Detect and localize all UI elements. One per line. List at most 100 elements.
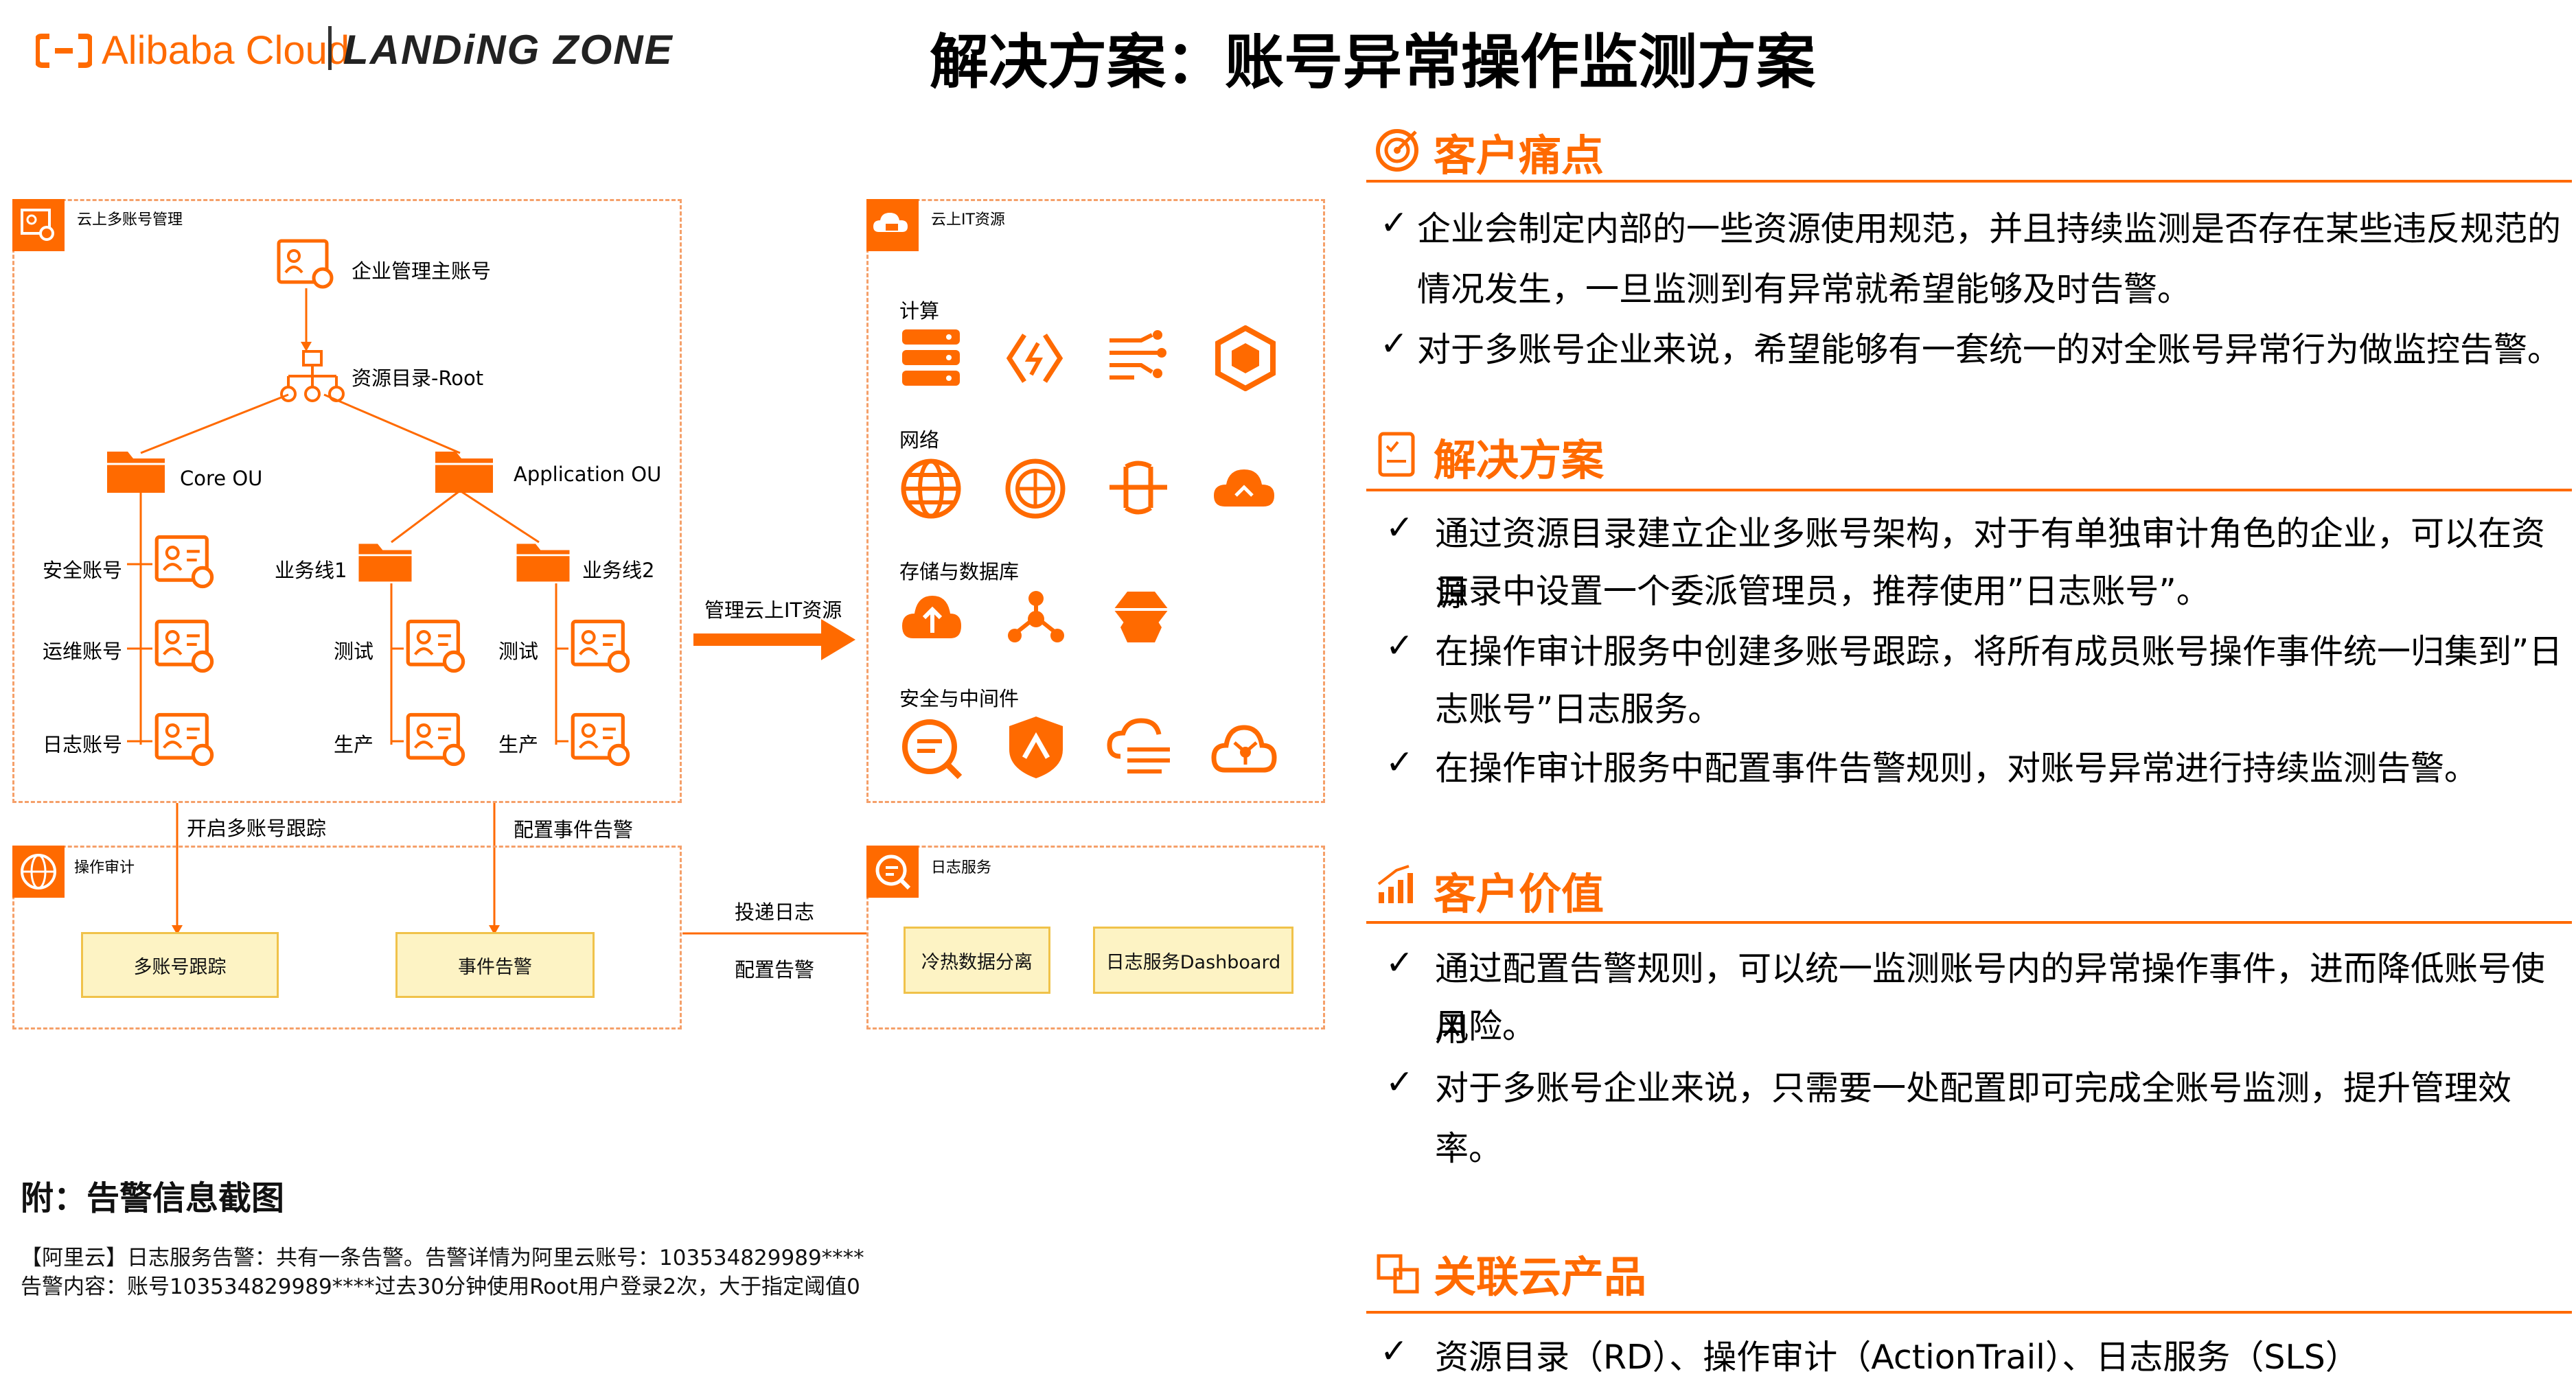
solution-bullet-2-cont: 志账号”日志服务。: [1435, 690, 1722, 729]
config-alert-label: 配置事件告警: [514, 818, 634, 841]
rd-root-label: 资源目录-Root: [352, 367, 484, 390]
container-service-icon: [1215, 325, 1276, 391]
hot-cold-box: 冷热数据分离: [904, 927, 1050, 994]
sls-title: 日志服务: [931, 859, 992, 876]
multi-account-management-box: [12, 199, 682, 803]
hexagon-database-icon: [1114, 592, 1169, 642]
event-alert-box: 事件告警: [395, 932, 595, 998]
core-ou-label: Core OU: [180, 467, 263, 490]
landing-zone-logo: LANDiNG ZONE: [343, 27, 674, 73]
check-icon: ✓: [1380, 1331, 1409, 1371]
enterprise-account-label: 企业管理主账号: [352, 259, 492, 283]
target-icon: [1376, 129, 1418, 172]
value-bullet-2: 对于多账号企业来说，只需要一处配置即可完成全账号监测，提升管理效率。: [1435, 1069, 2512, 1168]
application-ou-label: Application OU: [514, 463, 662, 486]
manage-arrow-icon: [693, 619, 855, 660]
globe-network-icon: [901, 458, 961, 519]
solution-bullet-1: 通过资源目录建立企业多账号架构，对于有单独审计角色的企业，可以在资源: [1435, 514, 2546, 614]
network-label: 网络: [899, 428, 940, 452]
deliver-log-label: 投递日志: [735, 900, 815, 924]
config-alarm-label: 配置告警: [735, 958, 815, 981]
test1-label: 测试: [334, 640, 374, 663]
cloud-resources-badge: [866, 199, 919, 251]
solution-bullet-3: 在操作审计服务中配置事件告警规则，对账号异常进行持续监测告警。: [1435, 749, 2479, 788]
security-search-icon: [902, 719, 963, 780]
footer-alert-line2: 告警内容：账号103534829989****过去30分钟使用Root用户登录2…: [21, 1275, 860, 1299]
value-section-title: 客户价值: [1434, 869, 1605, 919]
application-ou-folder-icon: [433, 446, 496, 498]
growth-chart-icon: [1377, 865, 1413, 903]
footer-alert-line1: 【阿里云】日志服务告警：共有一条告警。告警详情为阿里云账号：1035348299…: [21, 1246, 864, 1270]
check-icon: ✓: [1385, 1062, 1414, 1102]
check-icon: ✓: [1380, 203, 1409, 242]
biz-line2-folder-icon: [514, 539, 573, 587]
test2-label: 测试: [498, 640, 539, 663]
biz-line1-folder-icon: [356, 539, 415, 587]
solution-section-title: 解决方案: [1434, 435, 1605, 485]
enable-tracking-label: 开启多账号跟踪: [187, 817, 327, 840]
member-account-icon: [152, 710, 218, 771]
compute-label: 计算: [899, 299, 940, 323]
products-icon: [1377, 1254, 1419, 1294]
checklist-icon: [1378, 432, 1415, 477]
footer-title: 附：告警信息截图: [21, 1179, 285, 1218]
check-icon: ✓: [1380, 324, 1409, 363]
check-icon: ✓: [1385, 943, 1414, 982]
products-bullet-1: 资源目录（RD）、操作审计（ActionTrail）、日志服务（SLS）: [1435, 1338, 2359, 1377]
load-balancer-icon: [1109, 461, 1167, 515]
left-box-title: 云上多账号管理: [77, 211, 183, 229]
prod2-label: 生产: [498, 733, 539, 756]
shield-icon: [1009, 717, 1063, 778]
prod1-label: 生产: [334, 733, 374, 756]
storage-label: 存储与数据库: [899, 560, 1020, 583]
pain-bullet-1: 企业会制定内部的一些资源使用规范，并且持续监测是否存在某些违反规范的: [1417, 209, 2562, 248]
alibaba-cloud-logo-icon: [36, 33, 92, 68]
log-account-label: 日志账号: [43, 733, 123, 756]
sls-badge: [866, 846, 919, 898]
oss-storage-icon: [902, 596, 961, 638]
cloud-it-resources-box: [866, 199, 1325, 803]
ops-account-label: 运维账号: [43, 640, 123, 663]
pain-bullet-2: 对于多账号企业来说，希望能够有一套统一的对全账号异常行为做监控告警。: [1417, 330, 2562, 369]
member-account-icon: [404, 710, 470, 771]
member-account-icon: [568, 616, 634, 678]
solution-bullet-1-cont: 目录中设置一个委派管理员，推荐使用”日志账号”。: [1435, 572, 2210, 611]
value-bullet-1: 通过配置告警规则，可以统一监测账号内的异常操作事件，进而降低账号使用: [1435, 949, 2546, 1049]
biz-line2-label: 业务线2: [582, 559, 655, 582]
pain-section-title: 客户痛点: [1434, 130, 1605, 181]
alibaba-cloud-logo-text: Alibaba Cloud: [102, 28, 350, 73]
logo-divider: [328, 26, 332, 70]
log-search-icon: [875, 854, 911, 890]
enterprise-account-icon: [275, 237, 338, 294]
member-account-icon: [568, 710, 634, 771]
audit-globe-icon: [21, 854, 56, 889]
account-settings-icon: [21, 209, 54, 241]
value-bullet-1-cont: 风险。: [1435, 1007, 1537, 1046]
security-middleware-label: 安全与中间件: [899, 687, 1020, 710]
check-icon: ✓: [1385, 743, 1414, 782]
cdn-globe-icon: [1005, 458, 1066, 519]
check-icon: ✓: [1385, 626, 1414, 665]
products-section-divider: [1366, 1311, 2572, 1314]
ecs-server-icon: [902, 329, 960, 386]
tracking-arrows: [172, 803, 500, 935]
right-box-title: 云上IT资源: [931, 211, 1005, 229]
sls-dashboard-box: 日志服务Dashboard: [1093, 927, 1293, 994]
function-compute-icon: [1006, 334, 1063, 383]
manage-arrow-label: 管理云上IT资源: [704, 598, 842, 622]
pain-bullet-1-cont: 情况发生，一旦监测到有异常就希望能够及时告警。: [1417, 270, 2192, 309]
member-account-icon: [152, 616, 218, 678]
member-account-icon: [404, 616, 470, 678]
database-cluster-icon: [1008, 591, 1064, 642]
core-ou-folder-icon: [104, 446, 168, 498]
org-tree-connectors: [127, 288, 568, 745]
solution-section-divider: [1366, 489, 2572, 491]
sls-box: [866, 846, 1325, 1029]
cloud-server-icon: [873, 213, 908, 232]
cloud-network-icon: [1214, 469, 1274, 507]
page-title: 解决方案：账号异常操作监测方案: [930, 28, 1815, 97]
actiontrail-title: 操作审计: [74, 859, 135, 876]
account-management-badge: [12, 199, 65, 251]
deliver-log-line: [682, 932, 866, 935]
solution-bullet-2: 在操作审计服务中创建多账号跟踪，将所有成员账号操作事件统一归集到”日: [1435, 632, 2563, 671]
